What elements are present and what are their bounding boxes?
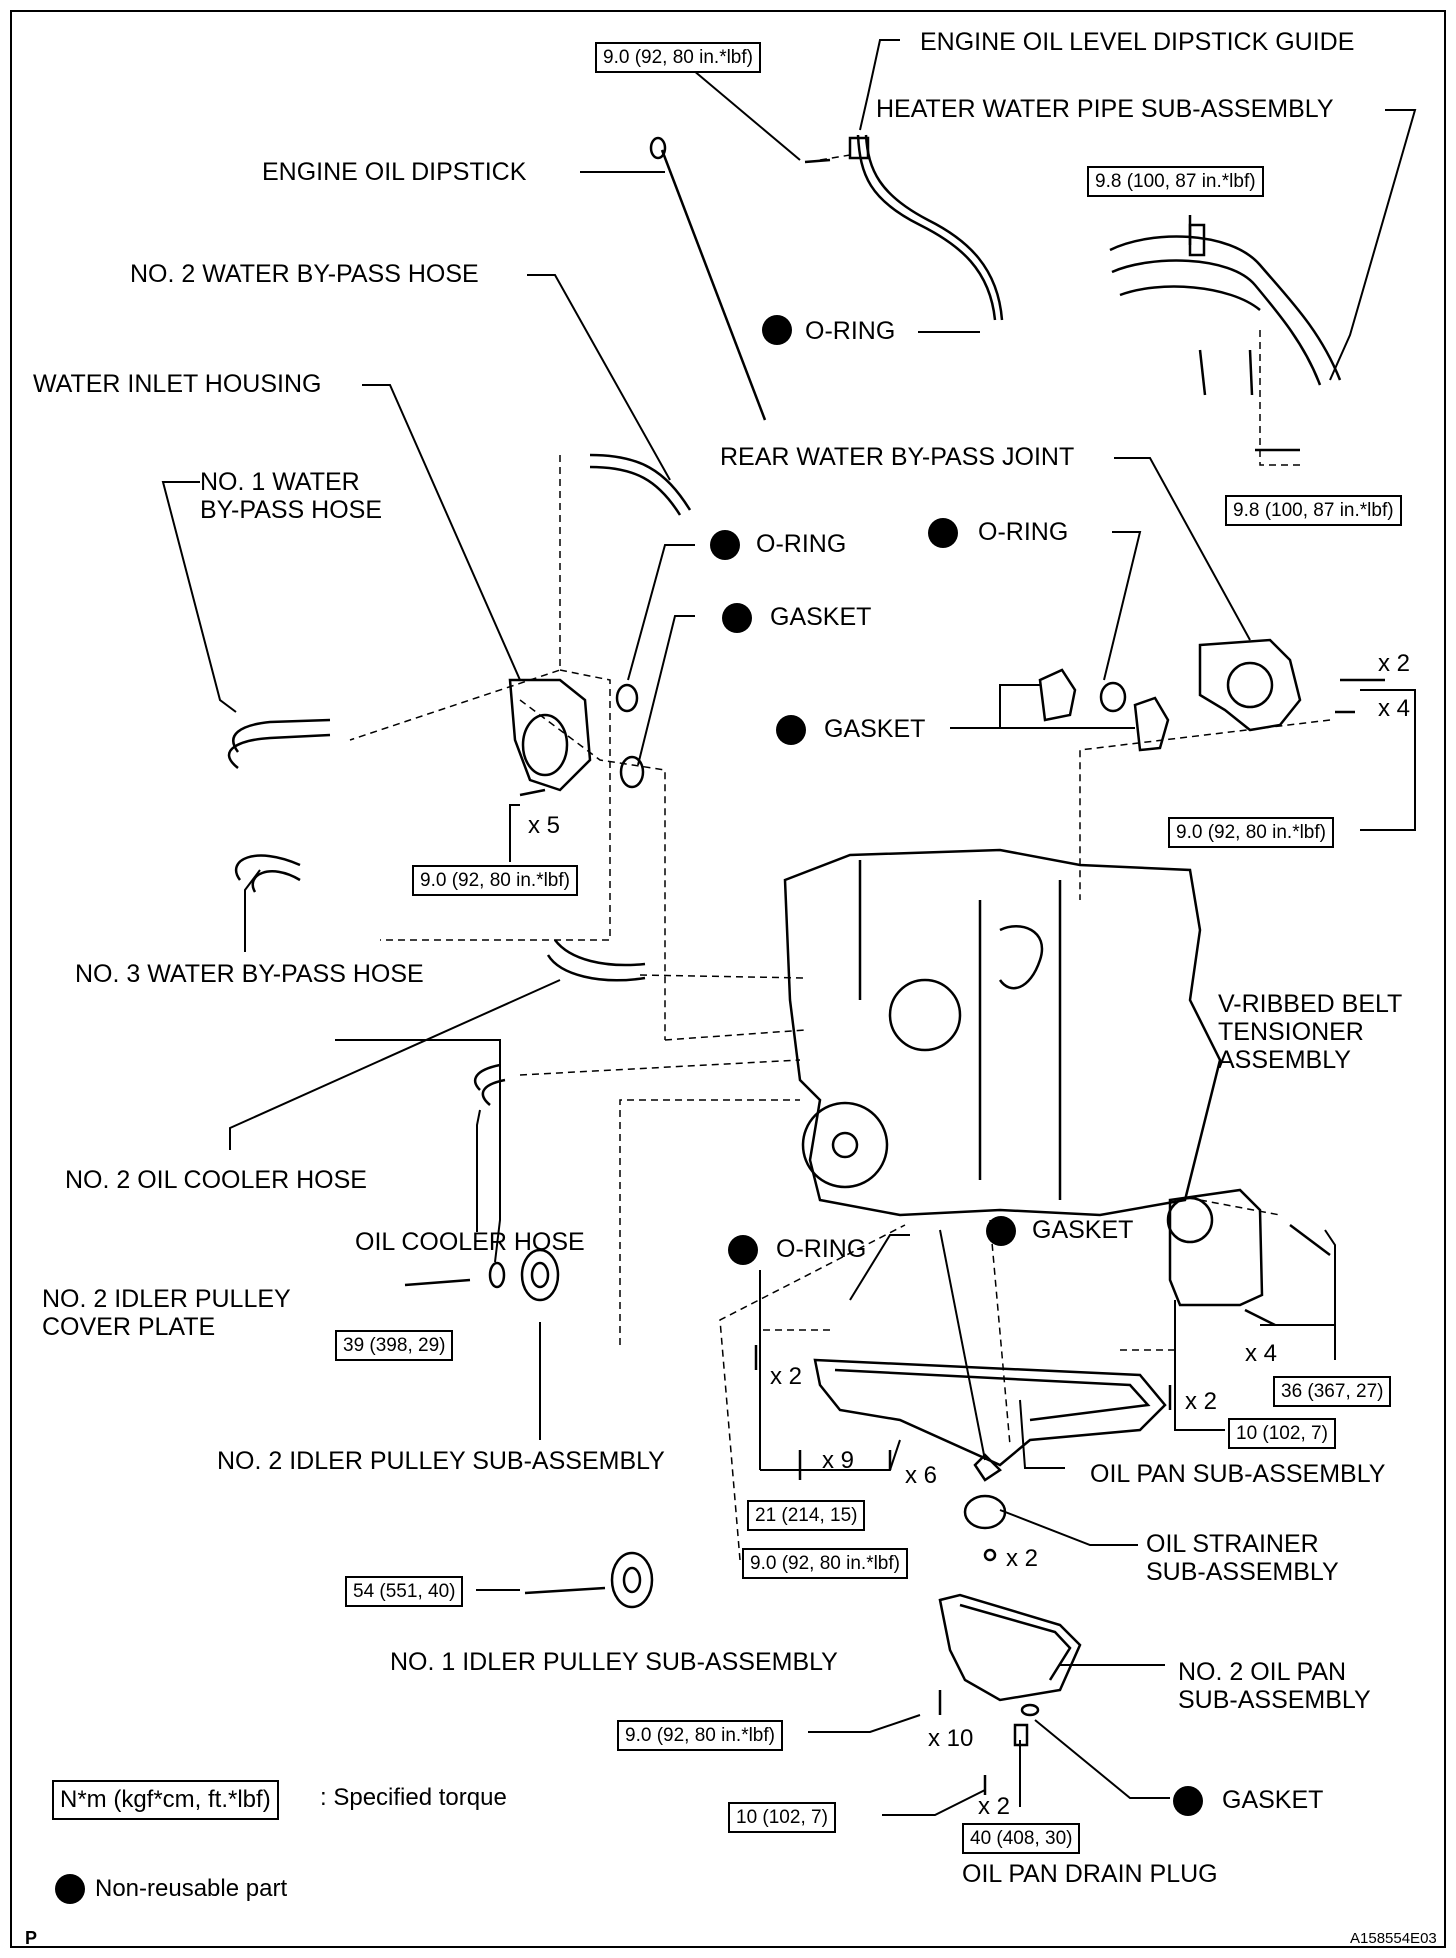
label-oring-top: O-RING [805, 317, 896, 345]
label-no2-oil-cooler-hose: NO. 2 OIL COOLER HOSE [65, 1166, 367, 1194]
nonreusable-marker [710, 530, 740, 560]
label-oring-right: O-RING [978, 518, 1069, 546]
page-letter: P [25, 1928, 38, 1948]
nonreusable-marker [928, 518, 958, 548]
label-dipstick-guide: ENGINE OIL LEVEL DIPSTICK GUIDE [920, 28, 1355, 56]
label-no2-idler-pulley: NO. 2 IDLER PULLEY SUB-ASSEMBLY [217, 1447, 665, 1475]
label-drain-plug: OIL PAN DRAIN PLUG [962, 1860, 1218, 1888]
legend-torque-box: N*m (kgf*cm, ft.*lbf) [52, 1780, 279, 1820]
torque-tensioner: 36 (367, 27) [1273, 1376, 1392, 1407]
torque-pan-right: 10 (102, 7) [1228, 1418, 1336, 1449]
torque-idler2: 39 (398, 29) [335, 1330, 454, 1361]
label-no2-idler-cover: NO. 2 IDLER PULLEY COVER PLATE [42, 1285, 291, 1341]
label-no2-bypass-hose: NO. 2 WATER BY-PASS HOSE [130, 260, 479, 288]
count-pan-x2b: x 2 [1185, 1388, 1218, 1415]
nonreusable-marker [722, 603, 752, 633]
label-rear-bypass-joint: REAR WATER BY-PASS JOINT [720, 443, 1075, 471]
diagram-frame [10, 10, 1446, 1948]
count-pan2-x2: x 2 [978, 1793, 1011, 1820]
label-gasket-drain: GASKET [1222, 1786, 1324, 1814]
count-inlet-x5: x 5 [528, 812, 561, 839]
label-oil-cooler-hose: OIL COOLER HOSE [355, 1228, 585, 1256]
label-no1-idler-pulley: NO. 1 IDLER PULLEY SUB-ASSEMBLY [390, 1648, 838, 1676]
torque-inlet: 9.0 (92, 80 in.*lbf) [412, 865, 578, 896]
count-pan-x6: x 6 [905, 1462, 938, 1489]
legend-nonreusable-dot [55, 1874, 85, 1904]
torque-guide: 9.0 (92, 80 in.*lbf) [595, 42, 761, 73]
label-heater-pipe: HEATER WATER PIPE SUB-ASSEMBLY [876, 95, 1334, 123]
count-strainer-x2: x 2 [1006, 1545, 1039, 1572]
figure-id: A158554E03 [1350, 1930, 1437, 1947]
label-gasket-mid: GASKET [824, 715, 926, 743]
label-no1-bypass-hose: NO. 1 WATER BY-PASS HOSE [200, 468, 383, 524]
torque-rear-joint: 9.0 (92, 80 in.*lbf) [1168, 817, 1334, 848]
torque-drain: 40 (408, 30) [962, 1823, 1081, 1854]
nonreusable-marker [762, 315, 792, 345]
label-vribbed-tensioner: V-RIBBED BELT TENSIONER ASSEMBLY [1218, 990, 1403, 1074]
legend-nonreusable-text: Non-reusable part [95, 1875, 288, 1902]
torque-pan2-b: 10 (102, 7) [728, 1802, 836, 1833]
label-gasket-left: GASKET [770, 603, 872, 631]
count-pan-x2a: x 2 [770, 1363, 803, 1390]
nonreusable-marker [728, 1235, 758, 1265]
label-water-inlet-housing: WATER INLET HOUSING [33, 370, 322, 398]
label-gasket-low: GASKET [1032, 1216, 1134, 1244]
count-pan2-x10: x 10 [928, 1725, 974, 1752]
torque-heater-bottom: 9.8 (100, 87 in.*lbf) [1225, 495, 1402, 526]
count-rear-x2: x 2 [1378, 650, 1411, 677]
nonreusable-marker [1173, 1786, 1203, 1816]
label-oil-pan: OIL PAN SUB-ASSEMBLY [1090, 1460, 1386, 1488]
label-no3-bypass-hose: NO. 3 WATER BY-PASS HOSE [75, 960, 424, 988]
torque-idler1: 54 (551, 40) [345, 1576, 464, 1607]
torque-heater-top: 9.8 (100, 87 in.*lbf) [1087, 166, 1264, 197]
torque-pan-left: 21 (214, 15) [747, 1500, 866, 1531]
count-tensioner-x4: x 4 [1245, 1340, 1278, 1367]
nonreusable-marker [776, 715, 806, 745]
label-oring-low: O-RING [776, 1235, 867, 1263]
count-pan-x9: x 9 [822, 1447, 855, 1474]
nonreusable-marker [986, 1216, 1016, 1246]
label-oring-left: O-RING [756, 530, 847, 558]
label-no2-oil-pan: NO. 2 OIL PAN SUB-ASSEMBLY [1178, 1658, 1371, 1714]
count-rear-x4: x 4 [1378, 695, 1411, 722]
legend-torque-text: : Specified torque [320, 1784, 507, 1811]
label-oil-dipstick: ENGINE OIL DIPSTICK [262, 158, 527, 186]
torque-strainer: 9.0 (92, 80 in.*lbf) [742, 1548, 908, 1579]
torque-pan2: 9.0 (92, 80 in.*lbf) [617, 1720, 783, 1751]
label-oil-strainer: OIL STRAINER SUB-ASSEMBLY [1146, 1530, 1339, 1586]
